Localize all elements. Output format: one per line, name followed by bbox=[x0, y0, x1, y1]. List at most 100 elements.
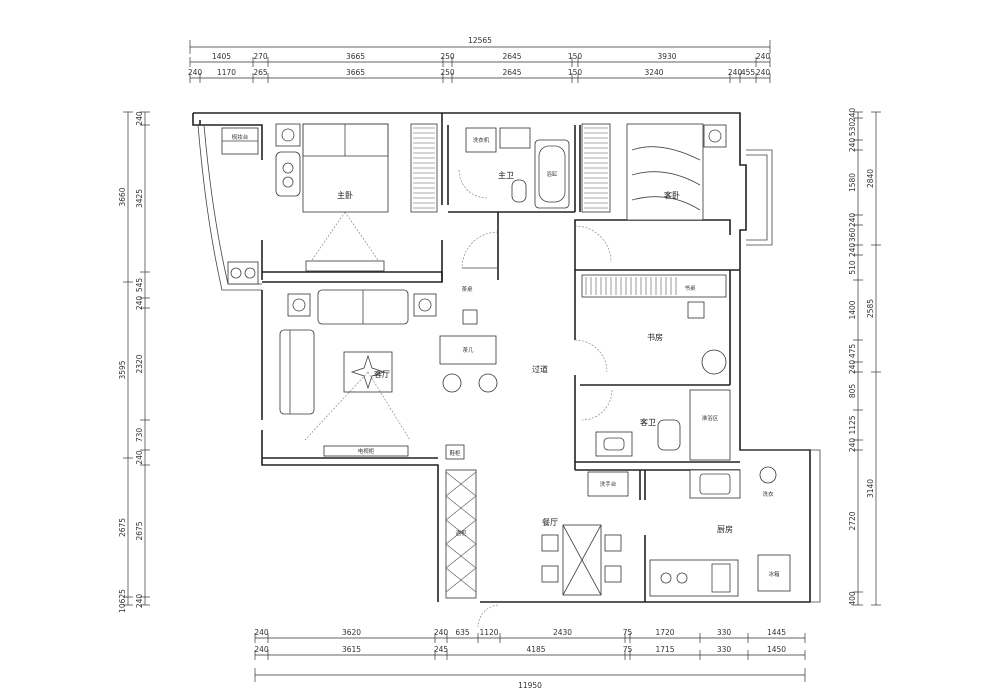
dim-label: 1580 bbox=[848, 173, 857, 192]
dim-label: 265 bbox=[253, 68, 268, 77]
dim-label: 2840 bbox=[866, 169, 875, 188]
dim-label: 3665 bbox=[346, 68, 365, 77]
dim-label: 2720 bbox=[848, 511, 857, 530]
dim-label: 2675 bbox=[135, 521, 144, 540]
shoe-cabinet-label: 鞋柜 bbox=[449, 449, 461, 457]
dim-label: 240 bbox=[254, 628, 269, 637]
wash-basin-label: 洗手台 bbox=[600, 480, 617, 488]
dressing-table-label: 梳妆台 bbox=[232, 133, 249, 141]
dim-label: 2585 bbox=[866, 299, 875, 318]
guest-bath: 客卫 淋浴区 洗手台 bbox=[587, 389, 731, 497]
dim-label: 475 bbox=[848, 344, 857, 359]
desk-label: 书桌 bbox=[684, 284, 696, 292]
dim-label: 1720 bbox=[655, 628, 674, 637]
dim-label: 150 bbox=[568, 68, 583, 77]
living-room-label: 客厅 bbox=[374, 369, 390, 379]
dim-label: 75 bbox=[623, 645, 633, 654]
dining: 酒柜 餐厅 bbox=[445, 469, 622, 599]
dim-label: 3615 bbox=[342, 645, 361, 654]
wine-cabinet-label: 酒柜 bbox=[455, 529, 467, 537]
dim-label: 1170 bbox=[217, 68, 236, 77]
master-bedroom-label: 主卧 bbox=[337, 190, 353, 200]
dim-label: 530 bbox=[848, 122, 857, 137]
guest-bedroom: 客卧 bbox=[581, 123, 727, 221]
master-bath: 洗衣机 浴缸 主卫 bbox=[465, 127, 570, 209]
shower-label: 淋浴区 bbox=[702, 414, 719, 422]
dim-label: 510 bbox=[848, 260, 857, 275]
dim-label: 240 bbox=[434, 628, 449, 637]
dim-label: 3665 bbox=[346, 52, 365, 61]
dim-label: 455 bbox=[741, 68, 756, 77]
dim-label: 245 bbox=[434, 645, 449, 654]
dim-label: 240 bbox=[848, 138, 857, 153]
dim-label: 240 bbox=[848, 243, 857, 258]
dim-label: 1120 bbox=[479, 628, 498, 637]
dim-label: 240 bbox=[848, 360, 857, 375]
coffee-table-label: 茶几 bbox=[462, 346, 474, 354]
dim-label: 3425 bbox=[135, 189, 144, 208]
dim-label: 3930 bbox=[657, 52, 676, 61]
fridge-label: 冰箱 bbox=[768, 570, 780, 578]
dim-label: 635 bbox=[455, 628, 470, 637]
bottom-dimensions: 240 3620 240 635 1120 2430 75 1720 330 1445 240 36… bbox=[254, 628, 806, 690]
tea-table-label: 茶桌 bbox=[461, 285, 473, 293]
dim-label: 240 bbox=[848, 213, 857, 228]
dim-label: 10620 bbox=[861, 0, 885, 2]
dim-label: 3140 bbox=[866, 479, 875, 498]
walls bbox=[192, 112, 821, 603]
dim-label: 75 bbox=[623, 628, 633, 637]
dim-label: 2645 bbox=[502, 68, 521, 77]
dim-label: 1125 bbox=[848, 415, 857, 434]
dim-label: 330 bbox=[717, 645, 732, 654]
kitchen: 厨房 洗衣 冰箱 bbox=[649, 466, 791, 597]
dim-label: 360 bbox=[848, 228, 857, 243]
dim-label: 1445 bbox=[767, 628, 786, 637]
right-dimensions: 2405302401580240360240510140047524080511… bbox=[848, 0, 885, 606]
living-room: 客厅 电视柜 茶桌 茶几 鞋柜 过道 bbox=[279, 285, 548, 460]
corridor-label: 过道 bbox=[532, 364, 548, 374]
dim-label: 240 bbox=[135, 296, 144, 311]
dim-label: 240 bbox=[728, 68, 743, 77]
dim-label: 4185 bbox=[526, 645, 545, 654]
guest-bath-label: 客卫 bbox=[640, 417, 656, 427]
washer-label: 洗衣机 bbox=[473, 136, 490, 144]
dim-label: 250 bbox=[440, 68, 455, 77]
dim-label: 240 bbox=[135, 594, 144, 609]
kitchen-label: 厨房 bbox=[717, 524, 733, 534]
dining-label: 餐厅 bbox=[542, 518, 558, 527]
dim-label: 10625 bbox=[118, 589, 127, 613]
dim-label: 240 bbox=[188, 68, 203, 77]
dim-label: 3595 bbox=[118, 360, 127, 379]
dim-label: 1400 bbox=[848, 300, 857, 319]
dim-label: 2645 bbox=[502, 52, 521, 61]
dim-label: 240 bbox=[848, 438, 857, 453]
top-total-dim: 12565 bbox=[468, 36, 492, 45]
dim-label: 240 bbox=[848, 108, 857, 123]
dim-label: 1450 bbox=[767, 645, 786, 654]
dim-label: 3660 bbox=[118, 187, 127, 206]
dim-label: 330 bbox=[717, 628, 732, 637]
dim-label: 240 bbox=[254, 645, 269, 654]
study-label: 书房 bbox=[647, 332, 663, 342]
dim-label: 3620 bbox=[342, 628, 361, 637]
dim-label: 730 bbox=[135, 428, 144, 443]
dim-label: 2430 bbox=[553, 628, 572, 637]
master-bath-label: 主卫 bbox=[498, 170, 514, 180]
dim-label: 250 bbox=[440, 52, 455, 61]
dim-label: 3240 bbox=[644, 68, 663, 77]
dim-label: 1715 bbox=[655, 645, 674, 654]
tv-cabinet-label: 电视柜 bbox=[358, 447, 375, 455]
bathtub-label: 浴缸 bbox=[546, 170, 558, 178]
dim-label: 240 bbox=[135, 450, 144, 465]
study: 书桌 书房 bbox=[581, 274, 727, 375]
laundry-label: 洗衣 bbox=[762, 490, 774, 498]
dim-label: 545 bbox=[135, 278, 144, 293]
dim-label: 400 bbox=[848, 591, 857, 606]
door-swings bbox=[458, 169, 613, 628]
dim-label: 805 bbox=[848, 384, 857, 399]
dim-label: 240 bbox=[135, 111, 144, 126]
guest-bedroom-label: 客卧 bbox=[664, 190, 680, 200]
bottom-total-dim: 11950 bbox=[518, 681, 542, 690]
